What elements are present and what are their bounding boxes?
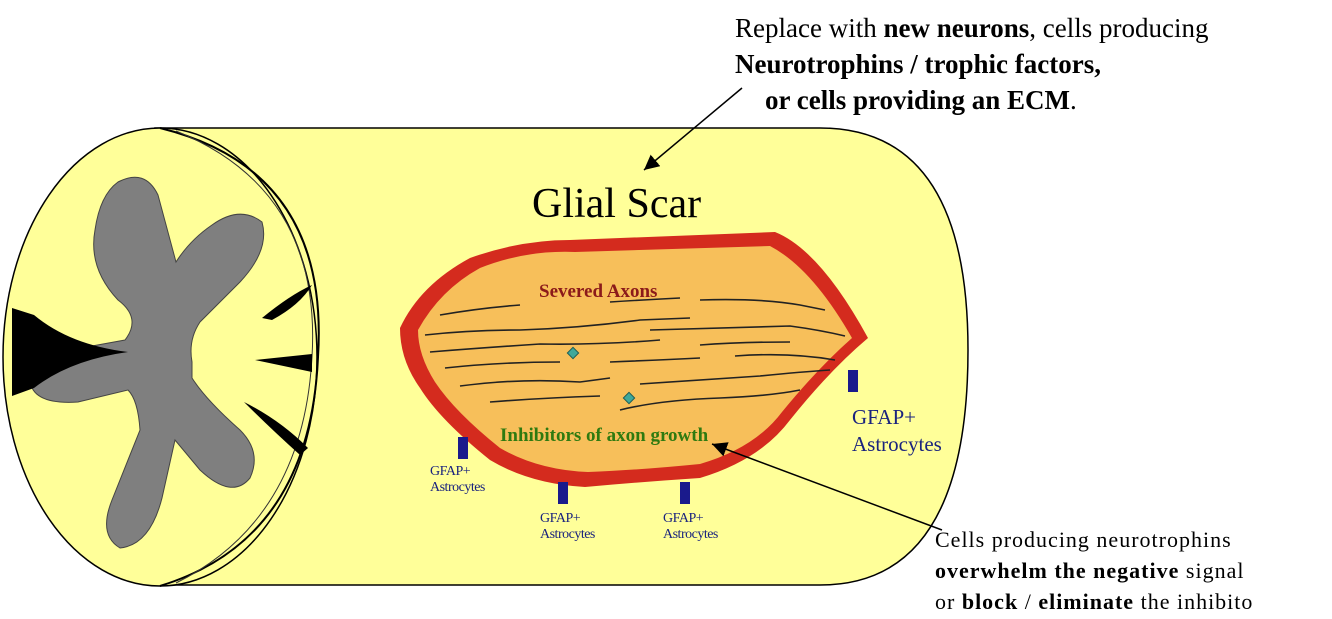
gfap-astrocytes-label-1: GFAP+ Astrocytes [430, 464, 485, 496]
bottom-note-line-1: Cells producing neurotrophins [935, 524, 1253, 555]
gfap-astrocytes-label-4: GFAP+ Astrocytes [852, 404, 942, 458]
astrocytes-line: Astrocytes [663, 527, 718, 543]
top-note-line-3: or cells providing an ECM. [735, 82, 1208, 118]
inhibitors-label: Inhibitors of axon growth [500, 425, 708, 447]
gfap-line: GFAP+ [852, 404, 942, 431]
bottom-note-line-3: or block / eliminate the inhibito [935, 586, 1253, 617]
gfap-astrocytes-label-3: GFAP+ Astrocytes [663, 511, 718, 543]
gfap-astrocytes-label-2: GFAP+ Astrocytes [540, 511, 595, 543]
bottom-note: Cells producing neurotrophins overwhelm … [935, 524, 1253, 617]
astrocytes-line: Astrocytes [430, 480, 485, 496]
glial-scar-title: Glial Scar [532, 180, 701, 228]
gfap-line: GFAP+ [540, 511, 595, 527]
astrocytes-line: Astrocytes [540, 527, 595, 543]
gfap-line: GFAP+ [663, 511, 718, 527]
astrocyte-marker-4 [848, 370, 858, 392]
severed-axons-label: Severed Axons [539, 281, 657, 303]
bottom-note-line-2: overwhelm the negative signal [935, 555, 1253, 586]
gfap-line: GFAP+ [430, 464, 485, 480]
top-note-line-1: Replace with new neurons, cells producin… [735, 10, 1208, 46]
astrocyte-marker-1 [458, 437, 468, 459]
top-note: Replace with new neurons, cells producin… [735, 10, 1208, 118]
astrocytes-line: Astrocytes [852, 431, 942, 458]
astrocyte-marker-2 [558, 482, 568, 504]
astrocyte-marker-3 [680, 482, 690, 504]
top-note-line-2: Neurotrophins / trophic factors, [735, 46, 1208, 82]
